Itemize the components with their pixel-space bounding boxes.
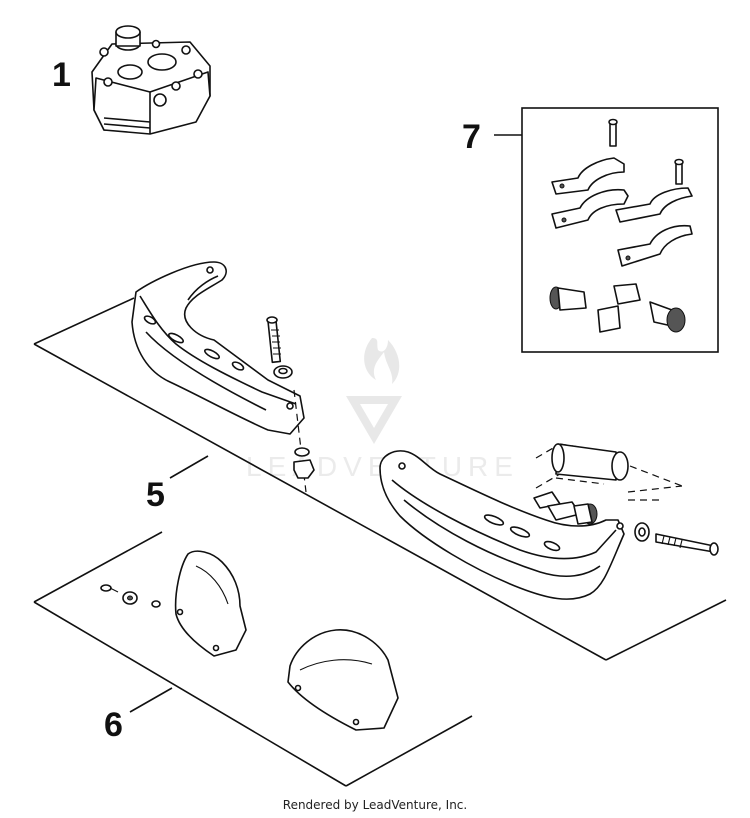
- part-7-clamp-kit: [494, 107, 719, 353]
- callout-5: 5: [146, 476, 165, 514]
- part-5-left-handguard: [131, 261, 305, 435]
- part-5-right-handguard: [379, 450, 625, 600]
- callout-6: 6: [104, 706, 123, 744]
- part-6-spoilers: [100, 550, 399, 731]
- part-1-cylinder-head: [91, 25, 211, 135]
- part-5-left-bolt: [266, 316, 315, 493]
- part-6-frame: [33, 531, 473, 787]
- footer-credit: Rendered by LeadVenture, Inc.: [282, 798, 468, 812]
- callout-1: 1: [52, 56, 71, 94]
- part-5-frame: [33, 297, 727, 661]
- callout-7: 7: [462, 118, 481, 156]
- part-5-handlebar-section: [533, 443, 719, 556]
